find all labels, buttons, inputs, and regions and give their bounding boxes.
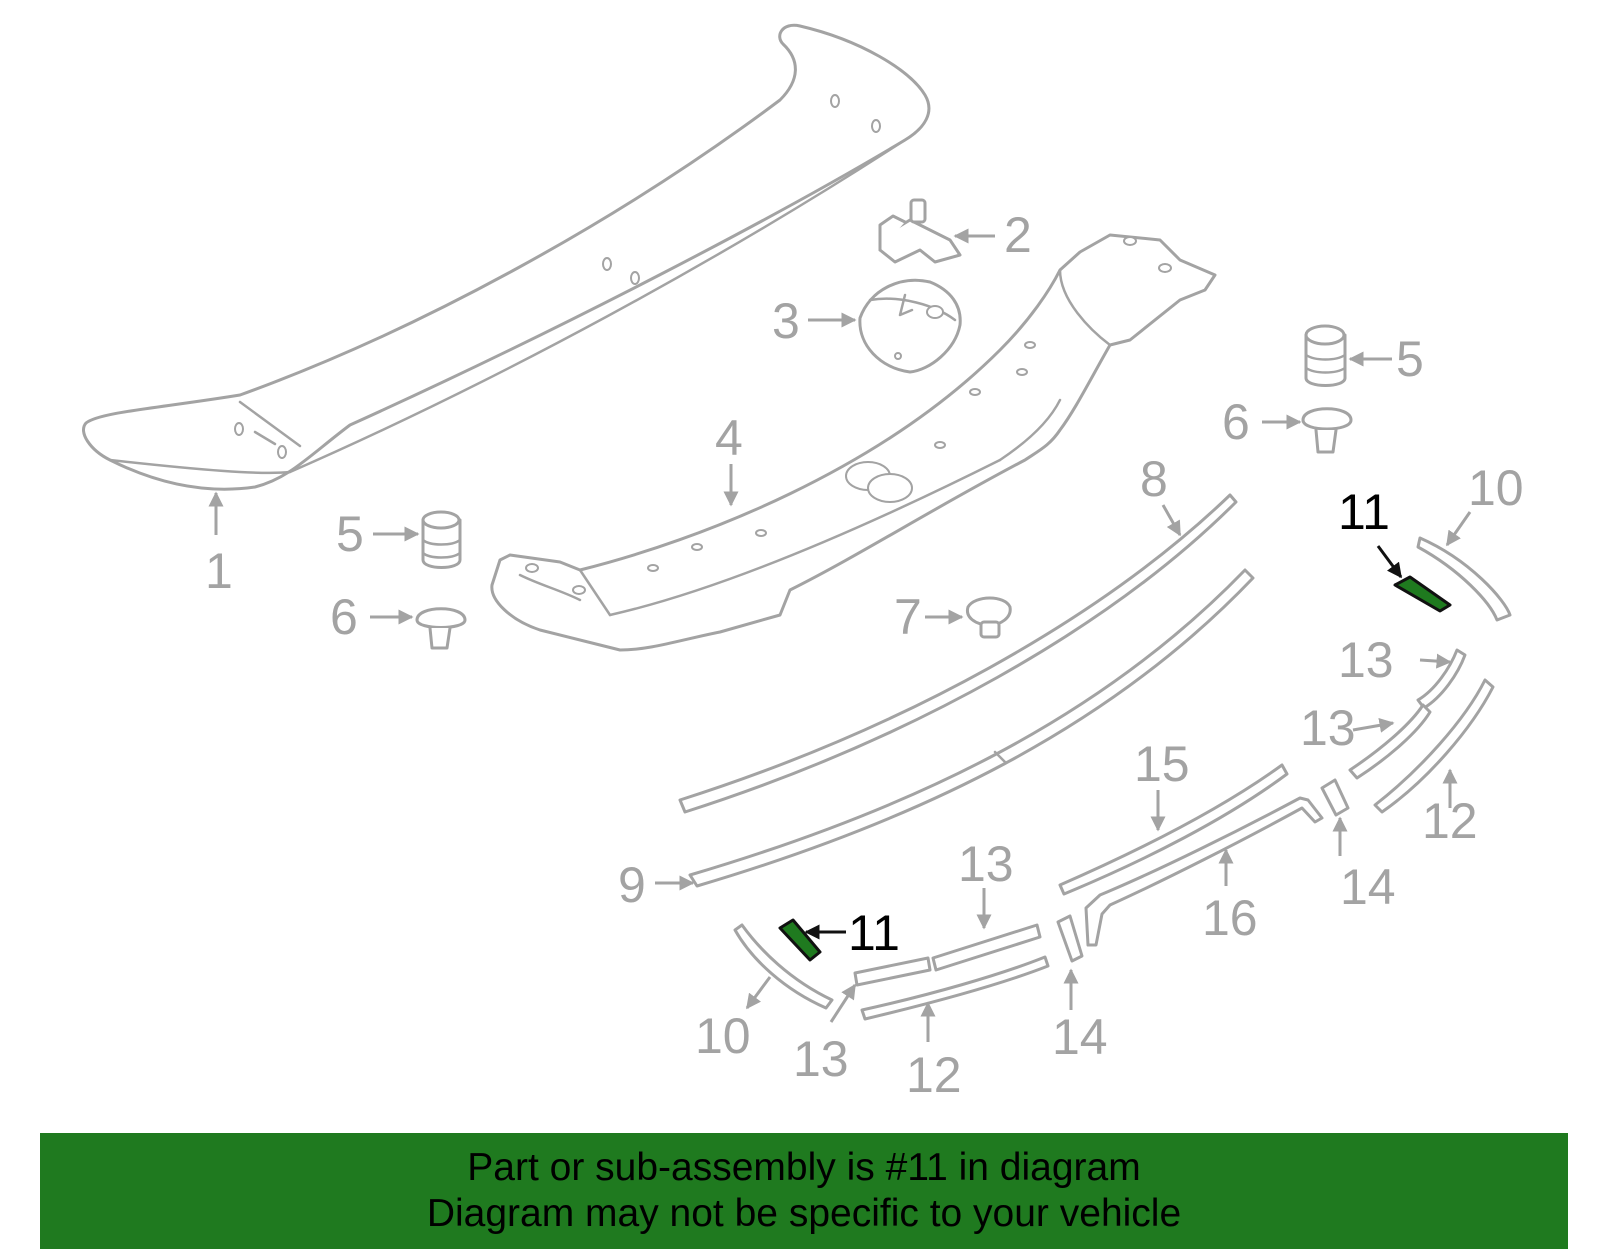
- part-5-left-grommet: [421, 510, 462, 569]
- callout-12-right: 12: [1422, 793, 1478, 849]
- part-13-right-mid-trim: [1348, 703, 1432, 780]
- part-8-strip: [678, 493, 1238, 814]
- part-6-left-clip: [415, 607, 467, 650]
- callout-13-right-mid: 13: [1300, 700, 1356, 756]
- banner-line-part-number: Part or sub-assembly is #11 in diagram: [467, 1146, 1141, 1189]
- callout-10-right: 10: [1468, 460, 1524, 516]
- callout-4: 4: [715, 410, 743, 466]
- callout-14-left: 14: [1052, 1009, 1108, 1065]
- banner-line-disclaimer: Diagram may not be specific to your vehi…: [426, 1192, 1182, 1235]
- part-7-nut-clip: [965, 596, 1012, 639]
- callout-8: 8: [1140, 451, 1168, 507]
- callout-9: 9: [618, 857, 646, 913]
- part-10-left-trim: [733, 923, 834, 1010]
- callout-11-left-highlighted: 11: [848, 905, 900, 961]
- callout-13-center: 13: [958, 836, 1014, 892]
- part-4-spoiler-base: [490, 233, 1217, 652]
- part-14-right-piece: [1320, 778, 1350, 817]
- part-9-strip: [688, 568, 1255, 888]
- part-13-center-trim: [931, 923, 1042, 972]
- callout-1: 1: [205, 543, 233, 599]
- leader-lines: [208, 228, 1472, 1042]
- part-13-left-trim: [853, 956, 932, 987]
- part-14-left-piece: [1056, 914, 1084, 963]
- part-2-bracket: [878, 198, 962, 264]
- callout-10-left: 10: [695, 1008, 751, 1064]
- part-5-right-grommet: [1304, 324, 1347, 387]
- part-6-right-clip: [1301, 407, 1353, 454]
- part-15-strip: [1058, 763, 1289, 896]
- callout-5-left: 5: [336, 506, 364, 562]
- callout-numbers: 1 2 3 4 5 5 6 6 7 8 9 10 10 11 11 12 12 …: [205, 207, 1524, 1103]
- part-1-spoiler-panel: [82, 23, 931, 491]
- part-10-right-trim: [1416, 536, 1512, 622]
- callout-13-left: 13: [793, 1031, 849, 1087]
- part-12-right-trim: [1373, 678, 1495, 814]
- callout-3: 3: [772, 293, 800, 349]
- callout-2: 2: [1004, 207, 1032, 263]
- callout-6-left: 6: [330, 589, 358, 645]
- callout-12-left: 12: [906, 1047, 962, 1103]
- callout-14-right: 14: [1340, 859, 1396, 915]
- callout-11-right-highlighted: 11: [1338, 484, 1390, 540]
- callout-7: 7: [894, 589, 922, 645]
- part-16-strip: [1084, 796, 1324, 947]
- part-11-right-highlighted: [1393, 575, 1452, 613]
- callout-15: 15: [1134, 736, 1190, 792]
- part-12-left-trim: [860, 955, 1050, 1021]
- callout-6-right: 6: [1222, 394, 1250, 450]
- part-11-left-highlighted: [778, 918, 822, 962]
- callout-5-right: 5: [1396, 331, 1424, 387]
- part-3-mount-pad: [858, 278, 962, 374]
- callout-16: 16: [1202, 890, 1258, 946]
- info-banner: Part or sub-assembly is #11 in diagram D…: [40, 1133, 1568, 1249]
- part-13-right-top-trim: [1416, 648, 1467, 710]
- callout-13-right-top: 13: [1338, 632, 1394, 688]
